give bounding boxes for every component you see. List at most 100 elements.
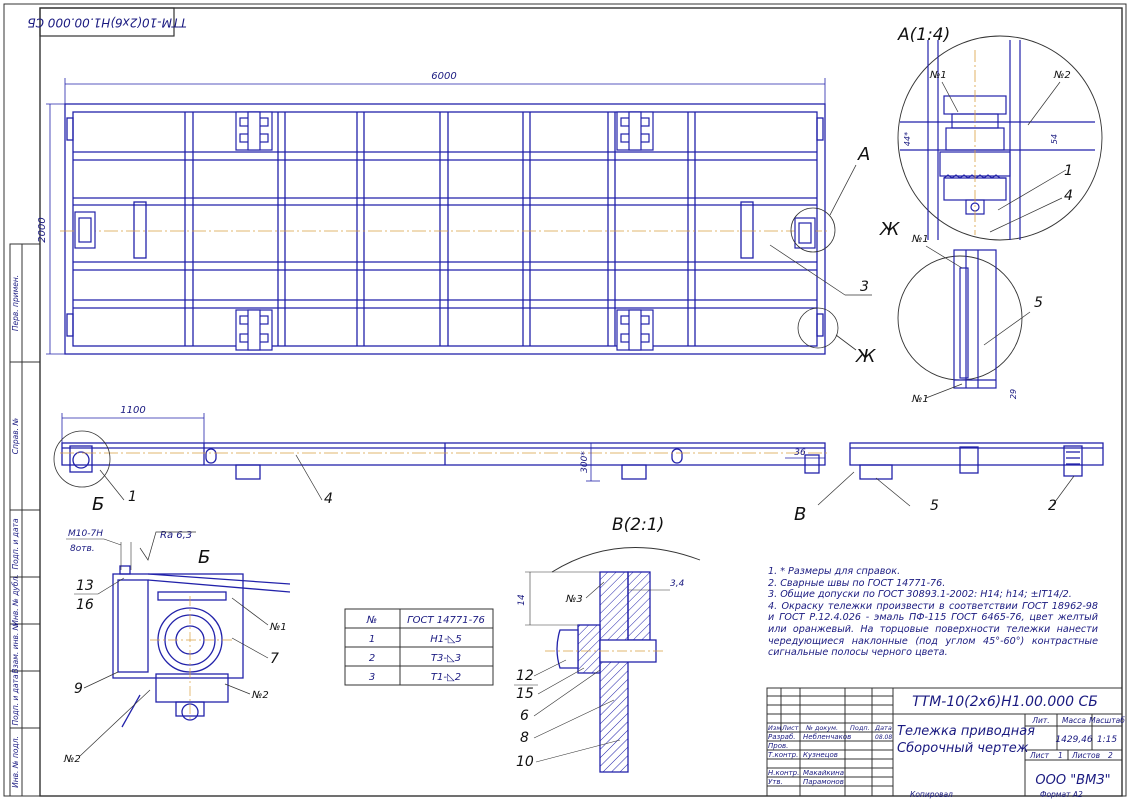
stamp-company: ООО "ВМЗ" [1035,773,1110,788]
stamp-sheets-value: 2 [1108,751,1113,760]
position-5-end: 5 [930,498,939,514]
detail-zh-weld-bottom: №1 [911,394,929,405]
note-1: 1. * Размеры для справок. [768,566,901,577]
top-view [64,103,826,355]
stamp-role-2: Пров. [768,742,788,750]
stamp-mass: 1429,46 [1055,735,1092,745]
svg-text:Подп. и дата: Подп. и дата [11,518,20,569]
title-block [766,687,1123,797]
stamp-sheets-label: Листов [1071,751,1100,760]
wheel-units-top [74,111,816,351]
note-2: 2. Сварные швы по ГОСТ 14771-76. [768,577,946,589]
side-view [61,442,826,480]
dim-54: 54 [1050,134,1059,144]
stamp-col-list: Лист [781,724,799,732]
detail-zh-title: Ж [879,219,900,240]
stamp-name-line2: Сборочный чертеж [897,741,1029,756]
dim-44: 44* [903,132,912,146]
detail-a-weld-1: №1 [929,70,947,81]
detail-a-position-4: 4 [1064,188,1073,204]
detail-a-position-1: 1 [1064,163,1073,179]
stamp-head-scale: Масштаб [1089,716,1125,725]
stamp-copied: Копировал [910,790,953,799]
detail-v-dimensions [525,571,670,626]
weld-table-row-3-no: 3 [369,672,375,683]
stamp-person-6: Парамонов [803,778,844,786]
dim-roughness: Ra 6,3 [160,530,192,541]
side-strip [9,243,41,797]
stamp-name-line1: Тележка приводная [897,724,1035,739]
stamp-date-value: 08.08 [875,734,892,741]
callout-circle-a [790,207,836,253]
detail-v-view [545,547,701,773]
weld-table-head-no: № [366,615,377,626]
detail-zh-position-5: 5 [1034,295,1043,311]
note-3: 3. Общие допуски по ГОСТ 30893.1-2002: Н… [768,589,1072,601]
stamp-designation: ТТМ-10(2х6)Н1.00.000 СБ [912,694,1098,710]
callout-v-label: В [794,504,806,525]
callout-zh-label: Ж [855,346,876,367]
detail-v-position-15: 15 [516,686,534,702]
detail-v-title: В(2:1) [612,515,664,535]
position-4-side: 4 [324,491,333,507]
detail-v-position-8: 8 [520,730,529,746]
dim-length: 6000 [431,71,456,82]
stamp-sheet-value: 1 [1058,751,1063,760]
stamp-col-doc: № докум. [805,724,838,732]
stamp-col-date: Дата [874,724,892,732]
technical-notes: 1. * Размеры для справок. 2. Сварные швы… [768,566,1098,659]
detail-b-view [112,565,291,728]
position-2-end: 2 [1048,498,1057,514]
stamp-col-sign: Подп. [850,724,870,732]
detail-b-position-7: 7 [270,651,279,667]
detail-zh-view [897,249,1023,389]
dim-height: 300* [580,451,590,473]
stamp-head-lit: Лит. [1031,716,1049,725]
dim-offset: 1100 [120,405,145,416]
weld-table-row-3-code: Т1-◺2 [431,672,461,683]
dim-thread: М10-7Н [68,529,103,539]
dim-thread-depth: 8отв. [70,544,95,554]
stamp-role-3: Т.контр. [768,751,798,759]
svg-text:ТТМ-10(2х6)Н1.00.000 СБ: ТТМ-10(2х6)Н1.00.000 СБ [27,16,186,30]
detail-v-position-12: 12 [516,668,534,684]
weld-table-row-1-no: 1 [369,634,375,645]
svg-text:Инв. № подл.: Инв. № подл. [11,736,20,788]
weld-table-row-2-code: Т3-◺3 [431,653,461,664]
rotated-code-box: ТТМ-10(2х6)Н1.00.000 СБ [27,7,187,37]
svg-text:Взам. инв. №: Взам. инв. № [11,622,20,673]
callout-circle-zh [797,307,839,349]
detail-b-position-13: 13 [76,578,94,594]
stamp-person-1: Небленчаков [803,733,851,741]
detail-b-weld-2-left: №2 [63,754,81,765]
detail-zh-weld-top: №1 [911,234,929,245]
detail-a-view [897,35,1103,241]
detail-v-weld-3: №3 [565,594,583,605]
dim-14: 14 [517,594,527,606]
svg-text:Справ. №: Справ. № [11,418,20,455]
dim-width: 2000 [37,217,48,242]
side-strip-labels: Перв. примен. Справ. № Подп. и дата Инв.… [11,275,20,788]
stamp-sheet-label: Лист [1029,751,1050,760]
callout-a-label: А [857,144,870,165]
outer-frame [3,3,1127,797]
stamp-col-izm: Изм [768,724,781,732]
detail-b-weld-2-right: №2 [251,690,269,701]
detail-v-position-10: 10 [516,754,534,770]
detail-b-position-9: 9 [74,681,83,697]
svg-text:Инв. № дубл.: Инв. № дубл. [11,574,20,625]
stamp-head-mass: Масса [1062,716,1086,725]
detail-b-title: Б [198,547,210,568]
stamp-person-3: Кузнецов [803,751,838,759]
dim-3-4: 3,4 [670,579,685,589]
weld-table-row-1-code: Н1-◺5 [430,634,462,645]
end-view [849,442,1104,480]
weld-table-row-2-no: 2 [369,653,375,664]
detail-a-weld-2: №2 [1053,70,1071,81]
stamp-scale: 1:15 [1097,735,1117,745]
stamp-format: Формат А2 [1040,790,1083,799]
stamp-role-5: Н.контр. [768,769,799,777]
note-4: 4. Окраску тележки произвести в соответс… [768,600,1098,659]
stamp-person-5: Макайкина [803,769,844,777]
